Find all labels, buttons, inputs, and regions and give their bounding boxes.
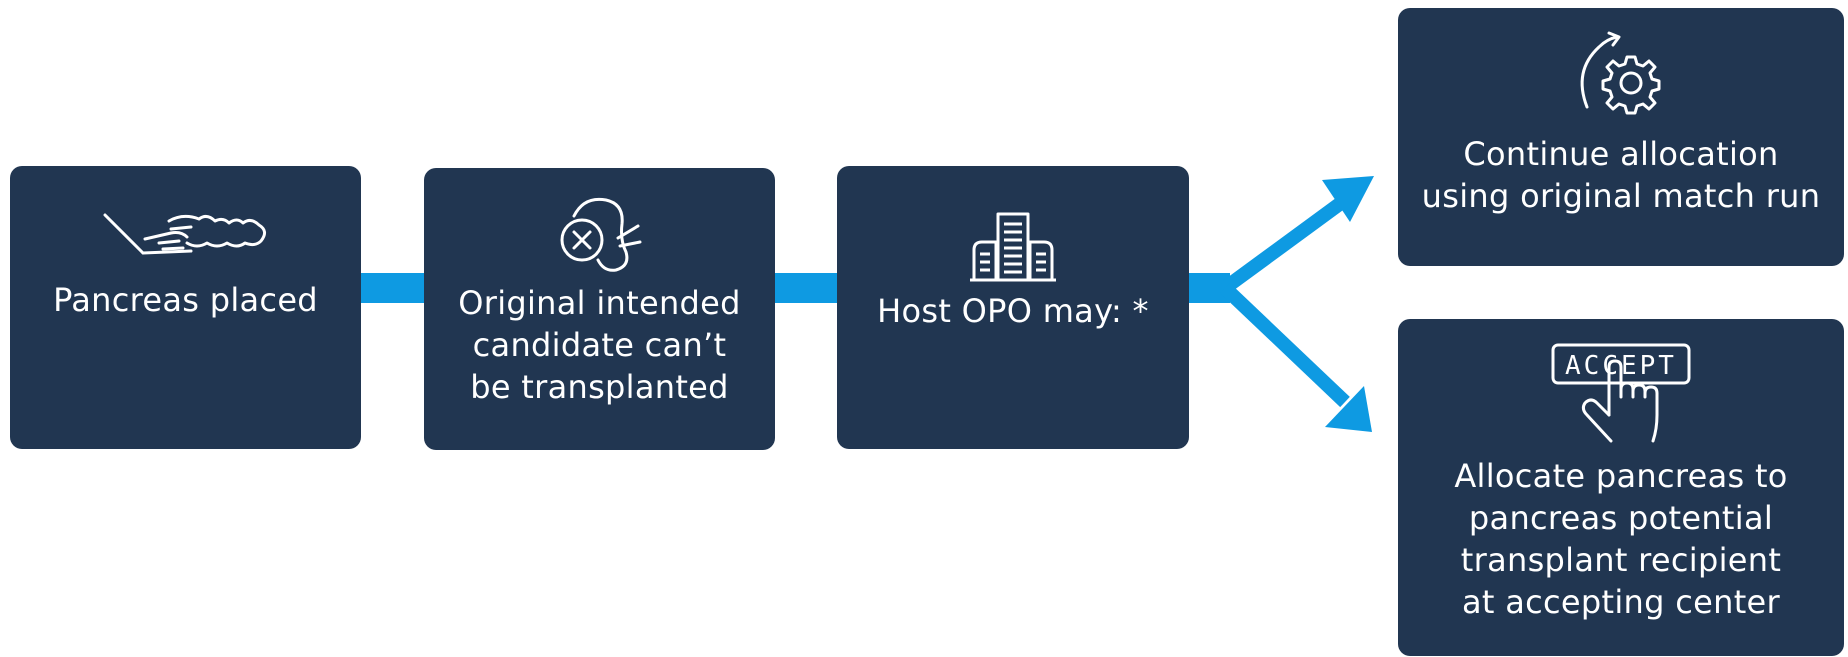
building-icon — [970, 212, 1056, 282]
step-label: Original intended candidate can’t be tra… — [458, 284, 741, 406]
hand-accept-icon: ACCEPT — [1551, 343, 1691, 443]
step-host-opo: Host OPO may: * — [837, 166, 1189, 449]
outcome-label: Allocate pancreas to pancreas potential … — [1454, 457, 1788, 621]
step-label: Host OPO may: * — [877, 292, 1149, 330]
patient-cannot-transplant-icon — [560, 197, 641, 272]
outcome-label: Continue allocation using original match… — [1421, 135, 1821, 215]
outcome-continue-allocation: Continue allocation using original match… — [1398, 8, 1844, 266]
step-label: Pancreas placed — [53, 281, 318, 319]
refresh-gear-icon — [1580, 31, 1661, 115]
branch-arrow-down-shaft — [1220, 282, 1350, 408]
outcome-allocate-pancreas: ACCEPT Allocate pancreas to pancreas pot… — [1398, 319, 1844, 656]
branch-arrow-up-shaft — [1220, 194, 1350, 294]
connector-step1-step2 — [360, 273, 426, 303]
connector-step3-branch — [1188, 273, 1230, 303]
step-pancreas-placed: Pancreas placed — [10, 166, 361, 449]
branch-arrow-down-head — [1325, 386, 1372, 432]
hand-pancreas-icon — [103, 213, 266, 255]
step-candidate-cannot-transplant: Original intended candidate can’t be tra… — [424, 168, 775, 450]
connector-step2-step3 — [774, 273, 839, 303]
branch-arrow-up-head — [1322, 176, 1374, 222]
